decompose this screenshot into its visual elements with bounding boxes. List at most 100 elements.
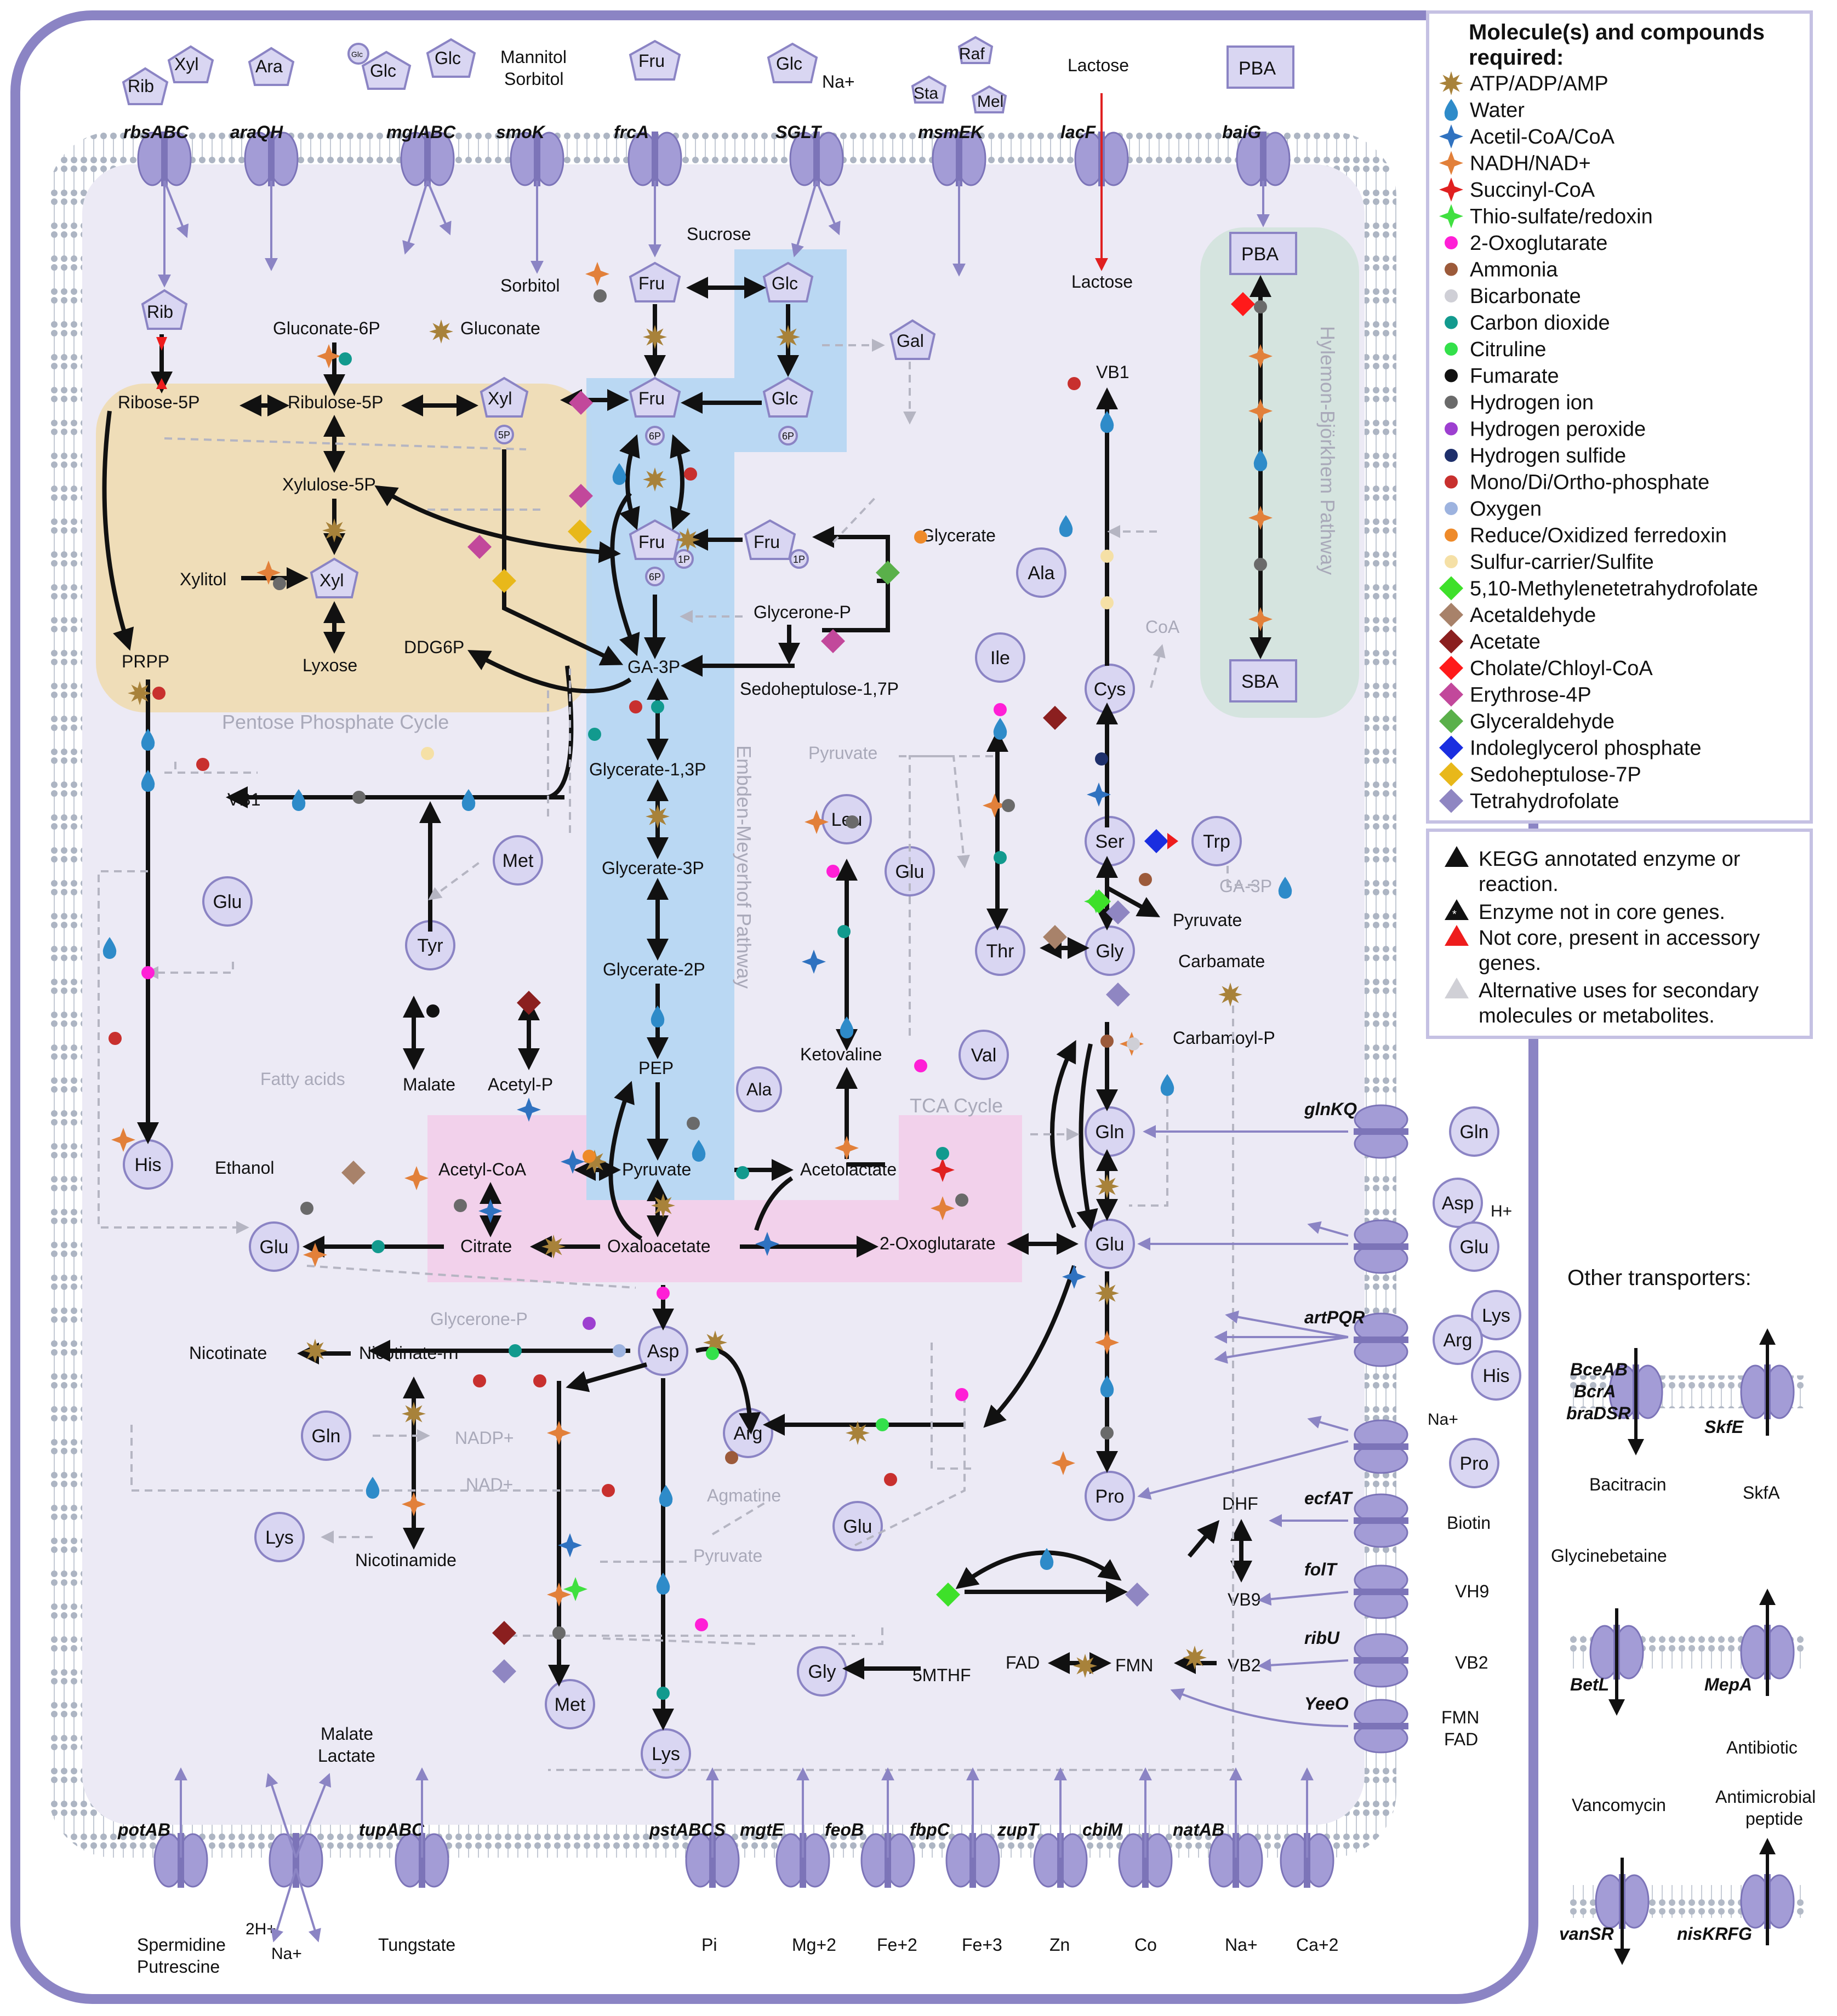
ethanol: Ethanol: [215, 1158, 275, 1178]
transporter-label: natAB: [1173, 1820, 1224, 1840]
node-gly2: Gly: [797, 1646, 847, 1697]
transported-molecule: Pi: [701, 1935, 717, 1955]
cofactor-water: [1100, 411, 1114, 433]
legend-item: Citruline: [1445, 338, 1546, 361]
fattyacids: Fatty acids: [260, 1069, 345, 1089]
cofactor-carbon-dioxide: [339, 352, 352, 365]
cofactor-2-oxoglutarate: [141, 966, 155, 979]
gluconate6p: Gluconate-6P: [273, 318, 380, 338]
ddg6p: DDG6P: [404, 637, 464, 657]
glyceronep2: Glycerone-P: [430, 1309, 528, 1329]
ppp-nodes: Rib Ribose-5P Gluconate-6P Gluconate Rib…: [118, 289, 540, 675]
cofactor-mono-di-ortho-phosphate: [109, 1032, 122, 1045]
oxaloacetate: Oxaloacetate: [607, 1236, 711, 1256]
svg-text:Succinyl-CoA: Succinyl-CoA: [1470, 179, 1595, 202]
svg-text:Gln: Gln: [312, 1426, 341, 1447]
cofactor-atp-adp-amp: [676, 528, 700, 552]
svg-text:Met: Met: [503, 850, 534, 871]
transporter-bottom-natAB: [1208, 1833, 1263, 1888]
ga3p: GA-3P: [627, 657, 680, 677]
product-label: Antimicrobial: [1715, 1787, 1816, 1807]
svg-text:Thr: Thr: [986, 941, 1014, 962]
cofactor-nadh-nad-: [404, 1166, 429, 1190]
cofactor-water: [692, 1140, 706, 1162]
h2-ext: 2H+: [246, 1920, 276, 1938]
cofactor-atp-adp-amp: [1183, 1646, 1207, 1670]
cofactor-indoleglycerol-phosphate: [1144, 829, 1168, 853]
fru16p-shape: [629, 519, 681, 560]
cofactor-2-oxoglutarate: [914, 1059, 927, 1072]
cofactor-atp-adp-amp: [429, 319, 453, 344]
cofactor-acetaldehyde: [1043, 925, 1067, 949]
cofactor-atp-adp-amp: [402, 1402, 426, 1426]
sedo17p: Sedoheptulose-1,7P: [740, 679, 899, 699]
cofactor-hydrogen-ion: [687, 1117, 700, 1130]
glc-ext3: Glc: [776, 54, 802, 73]
cofactor-nadh-nad-: [983, 793, 1007, 818]
svg-text:Gln: Gln: [1096, 1122, 1125, 1143]
transporter-label: baiG: [1222, 122, 1261, 142]
transporter-top-mglABC: [400, 132, 455, 186]
cofactor-glyceraldehyde: [876, 561, 900, 585]
xyl5p-shape: [480, 376, 529, 418]
cofactor-carbon-dioxide: [994, 851, 1007, 864]
node-his: His: [123, 1139, 173, 1190]
gluconate: Gluconate: [460, 318, 540, 338]
glc-small: Glc: [351, 50, 363, 59]
svg-text:NADH/NAD+: NADH/NAD+: [1470, 152, 1591, 175]
cofactor-nadh-nad-: [303, 1243, 327, 1267]
cofactor-nadh-nad-: [547, 1421, 571, 1445]
cofactor-mono-di-ortho-phosphate: [1068, 377, 1081, 390]
transporter-label: tupABC: [359, 1820, 425, 1840]
pep: PEP: [638, 1058, 674, 1078]
fru6p: Fru: [638, 389, 665, 408]
node-trp: Trp: [1191, 816, 1242, 866]
transporter-bottom-cbiM: [1118, 1833, 1173, 1888]
transporter-right-ribU: [1354, 1633, 1408, 1688]
transporter-right-folT: [1354, 1564, 1408, 1619]
cofactor-ammonia: [1139, 873, 1152, 886]
cofactor-hydrogen-ion: [1002, 799, 1015, 812]
legend-item: Hydrogen sulfide: [1445, 444, 1626, 467]
transporter-label: artPQR: [1304, 1307, 1365, 1327]
product-label: Glycinebetaine: [1551, 1546, 1667, 1566]
glc6p-sub: 6P: [782, 431, 794, 442]
na2-ext: Na+: [271, 1945, 302, 1963]
gene-label: nisKRFG: [1677, 1924, 1752, 1944]
glycerate: Glycerate: [921, 526, 996, 545]
svg-text:Enzyme not in core genes.: Enzyme not in core genes.: [1479, 901, 1725, 924]
transporter-label: zupT: [997, 1820, 1040, 1840]
mannitol-ext: Mannitol: [500, 47, 567, 67]
transporter-right-1: [1354, 1219, 1408, 1274]
cofactor-carbon-dioxide: [372, 1240, 385, 1253]
cofactor-water: [651, 1006, 665, 1027]
cofactor-2-oxoglutarate: [695, 1618, 708, 1631]
node-glu-left: Glu: [249, 1221, 299, 1272]
cofactor-nadh-nad-: [547, 1583, 571, 1607]
legend-item: Bicarbonate: [1445, 285, 1581, 308]
fru16p-sub2-shape: [645, 567, 665, 586]
cofactor-acetil-coa-coa: [1087, 783, 1111, 807]
cofactor-atp-adp-amp: [128, 681, 152, 705]
svg-text:Arg: Arg: [734, 1423, 763, 1444]
external-top-molecules: Rib Xyl Ara Glc Glc Glc Mannitol Sorbito…: [122, 36, 1294, 113]
gene-label: BcrA: [1574, 1381, 1616, 1401]
legend-title: Molecule(s) and compounds: [1469, 20, 1765, 44]
transporter-label: lacF: [1060, 122, 1096, 142]
gal: Gal: [897, 331, 924, 351]
bottom-transporters: potABSpermidinePutrescinetupABCTungstate…: [117, 1820, 1338, 1977]
gene-label: vanSR: [1559, 1924, 1614, 1944]
transporter-label: pstABCS: [649, 1820, 726, 1840]
svg-text:Trp: Trp: [1203, 831, 1230, 852]
cofactor-carbon-dioxide: [509, 1344, 522, 1357]
node-lys-ext: Lys: [1471, 1290, 1521, 1340]
cofactor-atp-adp-amp: [541, 1235, 566, 1259]
acetylcoa: Acetyl-CoA: [438, 1160, 527, 1179]
acetylp: Acetyl-P: [488, 1075, 553, 1094]
node-lys1: Lys: [254, 1512, 305, 1562]
transporter-label: glnKQ: [1304, 1099, 1357, 1119]
fru-ext: Fru: [638, 51, 665, 71]
transporter-bottom-mgtE: [775, 1833, 830, 1888]
cofactor-cholate-chloyl-coa: [1231, 292, 1255, 316]
